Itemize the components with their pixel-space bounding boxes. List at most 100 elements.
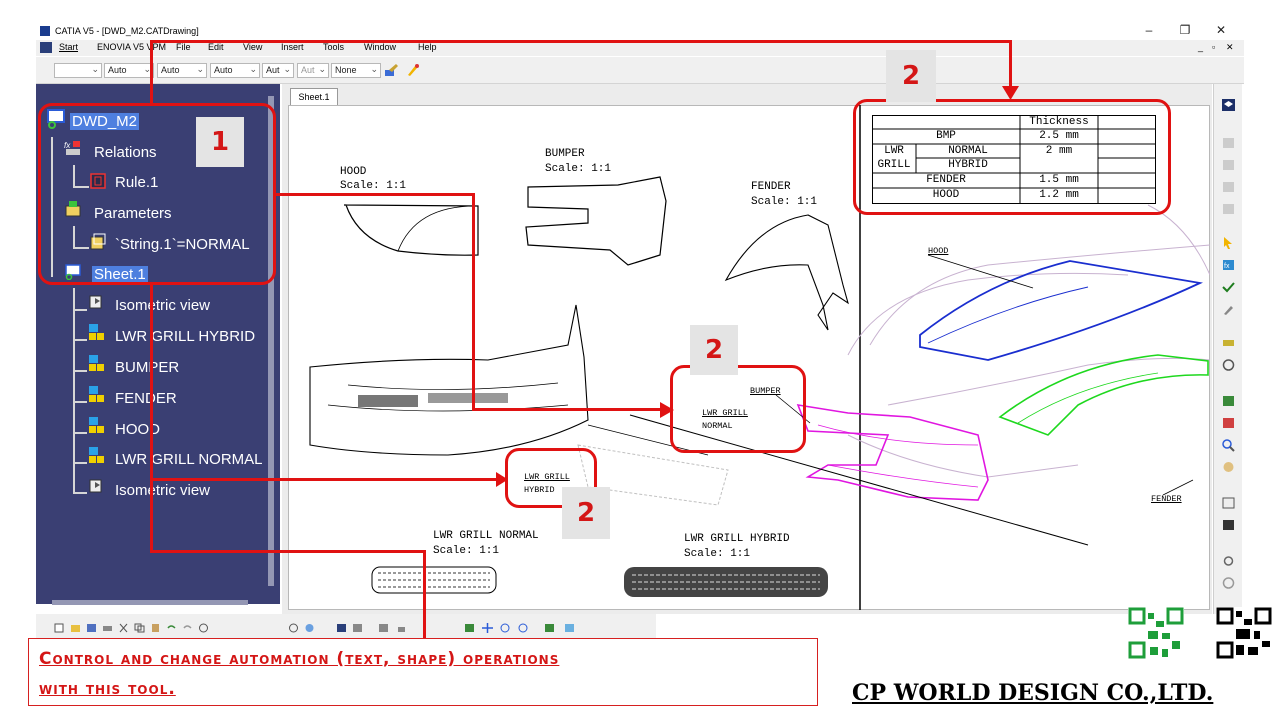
move-icon[interactable] (482, 623, 493, 633)
sheet-view-icon[interactable] (544, 623, 555, 633)
pattern-combo[interactable]: None⌄ (331, 63, 381, 78)
macro-icon[interactable] (1221, 518, 1236, 532)
drawing-sheet[interactable] (288, 105, 1210, 610)
sheet-icon[interactable] (64, 262, 82, 280)
view-tool-icon[interactable] (1221, 180, 1236, 194)
formula-icon[interactable]: fx (1221, 258, 1236, 272)
help-icon[interactable] (198, 623, 209, 633)
doc-close-button[interactable]: ✕ (1226, 42, 1234, 52)
tree-vertical-scrollbar[interactable] (268, 96, 274, 586)
script-icon[interactable] (1221, 496, 1236, 510)
tree-rule[interactable]: Rule.1 (115, 174, 159, 191)
tree-sheet[interactable]: Sheet.1 (92, 266, 148, 283)
tree-view-grill-hybrid[interactable]: LWR GRILL HYBRID (115, 328, 256, 345)
tree-view-isometric-2[interactable]: Isometric view (115, 482, 211, 499)
menu-insert[interactable]: Insert (281, 42, 304, 52)
print-icon[interactable] (102, 623, 113, 633)
update-icon[interactable] (1221, 576, 1236, 590)
parameters-icon[interactable] (64, 200, 82, 218)
cursor-icon[interactable] (1221, 236, 1236, 250)
tree-connector (73, 462, 87, 464)
view-icon[interactable] (87, 446, 105, 464)
pan-icon[interactable] (464, 623, 475, 633)
zoom-out-icon[interactable] (518, 623, 529, 633)
view-tool-icon[interactable] (1221, 136, 1236, 150)
view-tool-icon[interactable] (1221, 158, 1236, 172)
painter-icon[interactable] (383, 62, 399, 78)
rule-icon[interactable] (89, 172, 107, 190)
tree-view-isometric-1[interactable]: Isometric view (115, 297, 211, 314)
open-icon[interactable] (70, 623, 81, 633)
table-icon[interactable] (1221, 394, 1236, 408)
thickness-combo[interactable]: Auto⌄ (210, 63, 260, 78)
tree-view-fender[interactable]: FENDER (115, 390, 177, 407)
isometric-view-icon[interactable] (87, 293, 105, 311)
copy-icon[interactable] (134, 623, 145, 633)
font-combo[interactable]: Aut⌄ (262, 63, 294, 78)
ruler-icon[interactable] (1221, 336, 1236, 350)
tree-parameters[interactable]: Parameters (94, 205, 172, 222)
fly-icon[interactable] (288, 623, 299, 633)
tree-view-grill-normal[interactable]: LWR GRILL NORMAL (115, 451, 263, 468)
palette-icon[interactable] (1221, 460, 1236, 474)
redo-icon[interactable] (182, 623, 193, 633)
tree-param-value[interactable]: `String.1`=NORMAL (115, 236, 250, 253)
view-icon[interactable] (87, 385, 105, 403)
menu-window[interactable]: Window (364, 42, 397, 52)
close-button[interactable]: ✕ (1215, 23, 1227, 37)
tab-sheet-1[interactable]: Sheet.1 (290, 88, 338, 105)
tree-root[interactable]: DWD_M2 (70, 113, 140, 130)
caption-line-2: with this tool. (39, 679, 176, 699)
menu-file[interactable]: File (176, 42, 191, 52)
graduation-cap-icon[interactable] (1221, 98, 1236, 112)
view-icon[interactable] (87, 323, 105, 341)
line-style-combo[interactable]: ⌄ (54, 63, 102, 78)
menu-tools[interactable]: Tools (323, 42, 345, 52)
isometric-view-icon[interactable] (87, 477, 105, 495)
snap-icon[interactable] (352, 623, 363, 633)
tree-relations[interactable]: Relations (94, 144, 157, 161)
doc-minimize-button[interactable]: _ (1198, 42, 1204, 52)
new-file-icon[interactable] (54, 623, 65, 633)
knowledge-icon[interactable] (1221, 416, 1236, 430)
menu-enovia[interactable]: ENOVIA V5 VPM (97, 42, 167, 52)
tree-connector (51, 137, 53, 277)
view-tool-icon[interactable] (1221, 202, 1236, 216)
wrench-icon[interactable] (1221, 302, 1236, 316)
menu-edit[interactable]: Edit (208, 42, 224, 52)
color-combo[interactable]: Auto⌄ (104, 63, 154, 78)
brush-icon[interactable] (405, 62, 421, 78)
view-icon[interactable] (87, 354, 105, 372)
search-icon[interactable] (1221, 438, 1236, 452)
refresh-icon[interactable] (1221, 358, 1236, 372)
globe-icon[interactable] (304, 623, 315, 633)
link-icon[interactable] (1221, 554, 1236, 568)
tree-horizontal-scrollbar[interactable] (52, 600, 248, 605)
doc-restore-button[interactable]: ▫ (1212, 42, 1216, 52)
minimize-button[interactable]: – (1145, 23, 1153, 37)
fit-all-icon[interactable] (378, 623, 389, 633)
string-param-icon[interactable] (89, 233, 107, 251)
relations-icon[interactable]: fx (64, 139, 82, 157)
cut-icon[interactable] (118, 623, 129, 633)
save-icon[interactable] (86, 623, 97, 633)
view-icon[interactable] (87, 416, 105, 434)
menu-help[interactable]: Help (418, 42, 437, 52)
tree-view-bumper[interactable]: BUMPER (115, 359, 180, 376)
window-title: CATIA V5 - [DWD_M2.CATDrawing] (55, 26, 199, 36)
undo-icon[interactable] (166, 623, 177, 633)
zoom-in-icon[interactable] (500, 623, 511, 633)
menu-view[interactable]: View (243, 42, 263, 52)
format-toolbar: ⌄ Auto⌄ Auto⌄ Auto⌄ Aut⌄ Aut⌄ None⌄ (36, 57, 1244, 84)
chevron-down-icon: ⌄ (143, 64, 151, 74)
lock-icon[interactable] (396, 623, 407, 633)
paste-icon[interactable] (150, 623, 161, 633)
check-icon[interactable] (1221, 280, 1236, 294)
display-icon[interactable] (564, 623, 575, 633)
menu-start[interactable]: Start (59, 42, 79, 52)
linetype-combo[interactable]: Auto⌄ (157, 63, 207, 78)
maximize-button[interactable]: ❐ (1179, 23, 1191, 37)
grid-icon[interactable] (336, 623, 347, 633)
font-size-combo[interactable]: Aut⌄ (297, 63, 329, 78)
tree-view-hood[interactable]: HOOD (115, 421, 160, 438)
